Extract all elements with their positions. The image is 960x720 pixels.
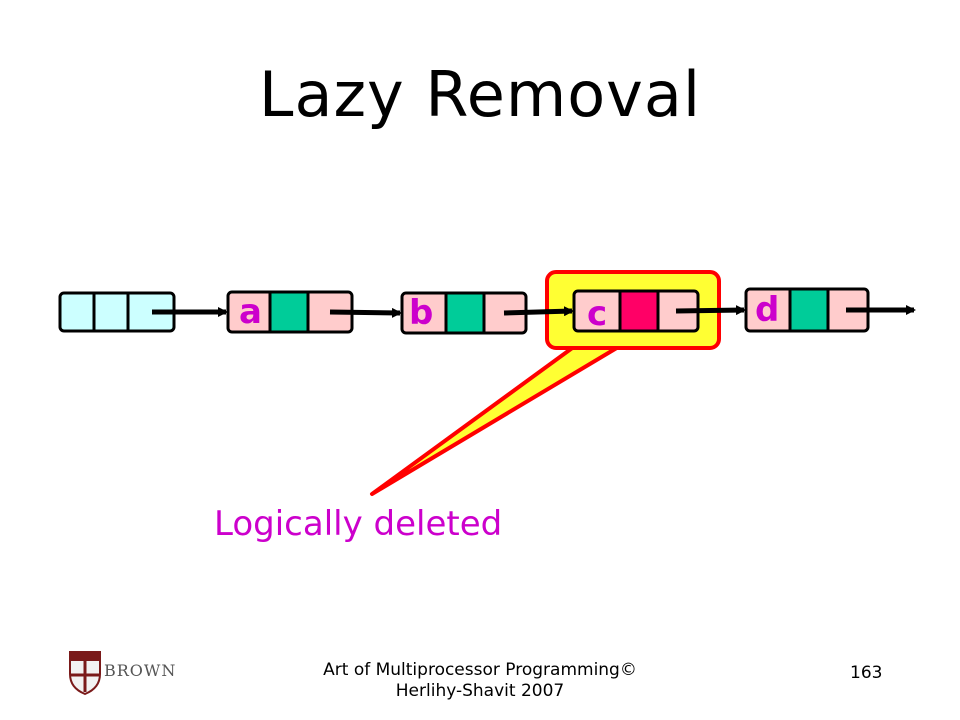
mark-bit-set	[618, 289, 660, 333]
node-label-a: a	[239, 292, 262, 332]
list-node-b: b	[400, 291, 528, 335]
mark-bit	[444, 291, 486, 335]
shield-icon	[69, 651, 101, 696]
mark-bit	[788, 287, 830, 333]
brown-logo-wordmark: BROWN	[104, 661, 177, 680]
mark-bit	[268, 290, 310, 334]
list-node-c: c	[572, 289, 700, 334]
pointer-arrow	[675, 305, 746, 316]
page-number: 163	[850, 663, 883, 683]
list-node-d: d	[744, 287, 870, 333]
callout-label: Logically deleted	[214, 504, 502, 544]
node-label-c: c	[587, 294, 607, 334]
pointer-arrow	[329, 307, 402, 318]
callout-pointer	[370, 344, 622, 496]
footer-citation: Art of Multiprocessor Programming© Herli…	[323, 660, 637, 701]
next-pointers	[152, 305, 916, 318]
node-label-b: b	[409, 293, 433, 333]
slide-title: Lazy Removal	[258, 58, 702, 131]
pointer-arrow	[503, 306, 574, 317]
list-node-a: a	[226, 290, 354, 334]
brown-logo: BROWN	[68, 648, 178, 698]
node-label-d: d	[755, 290, 779, 330]
